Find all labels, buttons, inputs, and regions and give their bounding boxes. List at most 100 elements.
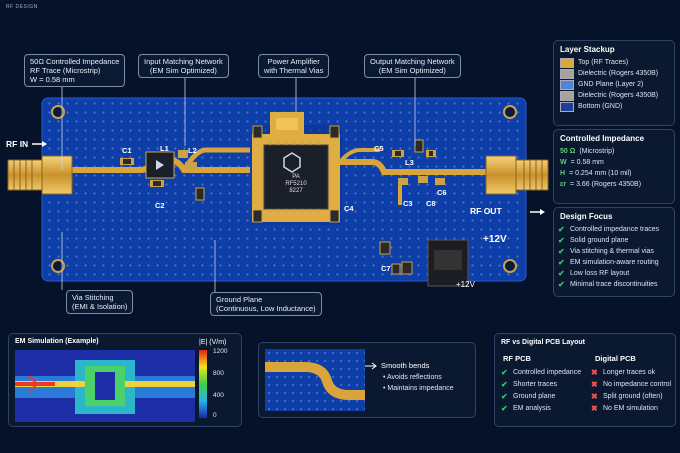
- layer-name: Dielectric (Rogers 4350B): [578, 92, 659, 99]
- rf-item: ✔ Ground plane: [501, 390, 581, 402]
- callout-line: Input Matching Network: [144, 57, 223, 66]
- component-c8: C8: [426, 199, 436, 208]
- layer-row: Dielectric (Rogers 4350B): [560, 90, 674, 101]
- color-scale-bar: [199, 350, 207, 418]
- component-l2: L2: [188, 146, 197, 155]
- panel-title: Layer Stackup: [560, 45, 615, 54]
- callout-line: Power Amplifier: [267, 57, 320, 66]
- callout-line: Ground Plane: [216, 295, 263, 304]
- layer-name: Top (RF Traces): [578, 59, 629, 66]
- layer-swatch: [560, 57, 574, 68]
- digital-item: ✖No EM simulation: [591, 402, 671, 414]
- rf-item-label: EM analysis: [513, 404, 551, 412]
- callout-ground-plane: Ground Plane (Continuous, Low Inductance…: [210, 292, 322, 316]
- impedance-value: = 0.254 mm (10 mil): [569, 170, 632, 177]
- component-c4: C4: [344, 204, 354, 213]
- rf-out-label: RF OUT: [470, 206, 502, 216]
- component-c5: C5: [374, 144, 384, 153]
- check-icon: ✔: [501, 403, 508, 413]
- panel-title: Design Focus: [560, 212, 613, 221]
- chip-marking-line: 8227: [289, 188, 303, 194]
- check-icon: ✔: [558, 247, 565, 256]
- focus-item: ✔Controlled impedance traces: [558, 224, 674, 235]
- digital-item-label: Split ground (often): [603, 392, 663, 400]
- focus-item: ✔Minimal trace discontinuities: [558, 279, 674, 290]
- callout-line: Via Stitching: [72, 293, 114, 302]
- power-label-silk: +12V: [456, 280, 475, 289]
- impedance-key: W: [560, 159, 567, 166]
- layer-swatch: [560, 90, 574, 101]
- focus-item-label: Via stitching & thermal vias: [570, 248, 654, 255]
- callout-line: (EM Sim Optimized): [378, 66, 446, 75]
- digital-item: ✖ Longer traces ok: [591, 366, 671, 378]
- focus-item: ✔Solid ground plane: [558, 235, 674, 246]
- callout-line: with Thermal Vias: [264, 66, 324, 75]
- layer-swatch: [560, 68, 574, 79]
- callout-via-stitching: Via Stitching (EMI & Isolation): [66, 290, 134, 314]
- callout-input-matching: Input Matching Network (EM Sim Optimized…: [138, 54, 229, 78]
- focus-item-label: Low loss RF layout: [570, 270, 630, 277]
- impedance-value: = 0.58 mm: [570, 159, 604, 166]
- scale-tick: 0: [213, 412, 217, 419]
- callout-line: RF Trace (Microstrip): [30, 66, 101, 75]
- rf-in-label: RF IN: [6, 139, 29, 149]
- panel-title: RF vs Digital PCB Layout: [501, 339, 586, 346]
- callout-line: W = 0.58 mm: [30, 75, 75, 84]
- layer-name: GND Plane (Layer 2): [578, 81, 644, 88]
- focus-item-label: Minimal trace discontinuities: [570, 281, 658, 288]
- callout-line: (Continuous, Low Inductance): [216, 304, 316, 313]
- component-l3: L3: [405, 158, 414, 167]
- bends-item: • Avoids reflections: [383, 374, 442, 381]
- digital-item-label: Longer traces ok: [603, 368, 656, 376]
- layer-name: Dielectric (Rogers 4350B): [578, 70, 659, 77]
- check-icon: ✔: [558, 236, 565, 245]
- rf-item-label: Ground plane: [513, 392, 556, 400]
- rf-item: ✔ Controlled impedance: [501, 366, 581, 378]
- check-icon: ✔: [501, 391, 508, 401]
- cross-icon: ✖: [591, 367, 598, 377]
- layer-row: GND Plane (Layer 2): [560, 79, 674, 90]
- focus-item: ✔ Via stitching & thermal vias: [558, 246, 674, 257]
- callout-line: (EMI & Isolation): [72, 302, 128, 311]
- focus-item: ✔ Low loss RF layout: [558, 268, 674, 279]
- digital-item-label: No EM simulation: [603, 404, 658, 412]
- check-icon: ✔: [501, 379, 508, 389]
- chip-marking-line: RF5210: [285, 181, 307, 187]
- rf-item-label: Controlled impedance: [513, 368, 582, 376]
- check-icon: ✔: [558, 269, 565, 278]
- check-icon: ✔: [501, 367, 508, 377]
- chip-marking: PA RF5210 8227: [272, 174, 320, 195]
- power-label: +12V: [483, 234, 507, 245]
- impedance-row: εr= 3.66 (Rogers 4350B): [560, 179, 674, 190]
- design-focus-panel: Design Focus ✔Controlled impedance trace…: [553, 207, 675, 297]
- check-icon: ✔: [558, 225, 565, 234]
- impedance-row: W= 0.58 mm: [560, 157, 674, 168]
- scale-tick: 800: [213, 370, 224, 377]
- cross-icon: ✖: [591, 379, 598, 389]
- check-icon: ✔: [558, 258, 565, 267]
- layer-swatch: [560, 79, 574, 90]
- callout-output-matching: Output Matching Network (EM Sim Optimize…: [364, 54, 461, 78]
- impedance-value: 50 Ω(Microstrip): [560, 146, 674, 157]
- layer-stackup-panel: Layer Stackup Top (RF Traces) Dielectric …: [553, 40, 675, 126]
- rf-column-title: RF PCB: [503, 354, 531, 363]
- bend-trace-illustration: [265, 349, 365, 411]
- mounting-holes: [51, 105, 517, 273]
- em-sim-panel: EM Simulation (Example) |E| (V/m) 1200 8…: [8, 333, 242, 427]
- layer-row: Dielectric (Rogers 4350B): [560, 68, 674, 79]
- component-c1: C1: [122, 146, 132, 155]
- em-field-heatmap: [15, 350, 195, 422]
- smooth-bends-panel: Smooth bends • Avoids reflections • Main…: [258, 342, 476, 418]
- impedance-value: = 3.66 (Rogers 4350B): [570, 181, 642, 188]
- component-l1: L1: [160, 144, 169, 153]
- layer-row: Top (RF Traces): [560, 57, 674, 68]
- component-c7: C7: [381, 264, 391, 273]
- impedance-row: H= 0.254 mm (10 mil): [560, 168, 674, 179]
- z-label: (Microstrip): [579, 148, 615, 155]
- rf-item-label: Shorter traces: [513, 380, 557, 388]
- digital-column-title: Digital PCB: [595, 354, 636, 363]
- cross-icon: ✖: [591, 391, 598, 401]
- callout-rf-trace: 50Ω Controlled Impedance RF Trace (Micro…: [24, 54, 126, 87]
- scale-title: |E| (V/m): [199, 339, 227, 346]
